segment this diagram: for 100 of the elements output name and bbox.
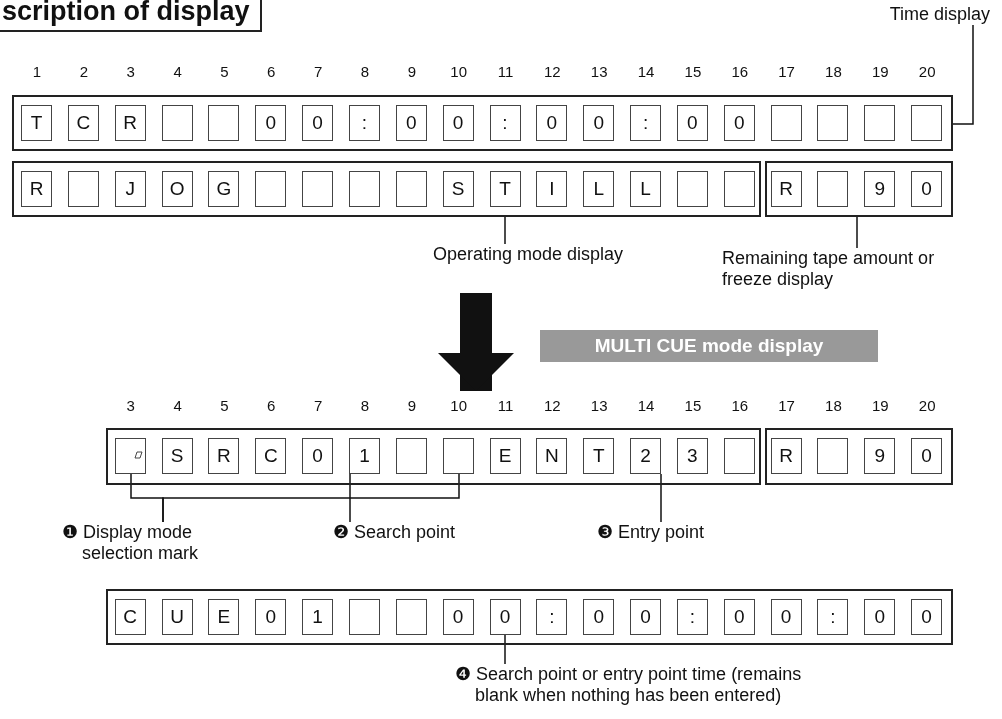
- character-cell: 0: [864, 599, 896, 635]
- character-cell: [723, 438, 755, 474]
- character-cell: 1: [348, 438, 380, 474]
- leader-line: [162, 473, 460, 523]
- character-cell: T: [583, 438, 615, 474]
- character-cell: 0: [676, 105, 708, 141]
- character-cell: C: [255, 438, 287, 474]
- character-cell: [208, 105, 240, 141]
- column-number: 5: [219, 397, 230, 414]
- character-cell: 0: [583, 599, 615, 635]
- column-number: 4: [172, 397, 183, 414]
- character-cell: R: [208, 438, 240, 474]
- character-cell: [864, 105, 896, 141]
- character-cell: L: [630, 171, 662, 207]
- character-cell: 0: [302, 105, 334, 141]
- column-number: 10: [449, 397, 468, 414]
- column-number: 16: [730, 397, 750, 414]
- column-number: 1: [31, 63, 43, 80]
- character-cell: 0: [911, 171, 943, 207]
- column-number: 18: [824, 63, 843, 80]
- character-cell: [395, 438, 427, 474]
- character-cell: R: [770, 171, 802, 207]
- character-cell: 0: [255, 105, 287, 141]
- column-number: 3: [125, 397, 136, 414]
- column-number: 9: [406, 63, 417, 80]
- callout-label: ❶ Display mode selection mark: [62, 522, 252, 564]
- character-cell: J: [114, 171, 146, 207]
- character-cell: [817, 105, 849, 141]
- character-cell: [255, 171, 287, 207]
- character-cell: 0: [630, 599, 662, 635]
- character-cell: U: [161, 599, 193, 635]
- character-cell: 9: [864, 171, 896, 207]
- callout-label: ❹ Search point or entry point time (remains blank when nothing has been entered): [455, 664, 845, 706]
- callout-label: Time display: [870, 4, 990, 25]
- column-number: 8: [359, 63, 371, 80]
- column-number: 6: [266, 63, 277, 80]
- display-panel: [12, 95, 953, 151]
- character-cell: R: [770, 438, 802, 474]
- column-number: 15: [683, 397, 703, 414]
- column-number: 15: [683, 63, 703, 80]
- column-number: 11: [496, 397, 515, 414]
- title-heading: scription of display: [0, 0, 262, 32]
- callout-label: Remaining tape amount or freeze display: [722, 248, 950, 290]
- character-cell: 0: [770, 599, 802, 635]
- character-cell: 3: [676, 438, 708, 474]
- character-cell: T: [21, 105, 52, 141]
- column-number: 4: [172, 63, 183, 80]
- character-cell: T: [489, 171, 521, 207]
- callout-label: Operating mode display: [398, 244, 658, 265]
- leader-line: [952, 24, 974, 125]
- column-number: 12: [543, 397, 562, 414]
- column-number: 5: [219, 63, 230, 80]
- display-panel: [106, 428, 761, 485]
- character-cell: S: [161, 438, 193, 474]
- column-number: 14: [636, 63, 656, 80]
- column-number: 2: [78, 63, 89, 80]
- column-number: 12: [543, 63, 562, 80]
- character-cell: R: [114, 105, 146, 141]
- column-number: 17: [777, 397, 796, 414]
- character-cell: 0: [536, 105, 568, 141]
- character-cell: O: [161, 171, 193, 207]
- character-cell: 0: [302, 438, 334, 474]
- character-cell: E: [208, 599, 240, 635]
- leader-line: [856, 216, 858, 249]
- character-cell: [161, 105, 193, 141]
- character-cell: [348, 171, 380, 207]
- character-cell: [302, 171, 334, 207]
- column-number: 9: [406, 397, 417, 414]
- character-cell: 0: [255, 599, 287, 635]
- character-cell: 0: [442, 105, 474, 141]
- column-number: 6: [266, 397, 277, 414]
- callout-label: ❷ Search point: [333, 522, 513, 543]
- character-cell: :: [489, 105, 521, 141]
- character-cell: 0: [911, 599, 943, 635]
- character-cell: 0: [583, 105, 615, 141]
- character-cell: [911, 105, 943, 141]
- callout-label: ❸ Entry point: [597, 522, 767, 543]
- character-cell: [442, 438, 474, 474]
- character-cell: 0: [723, 599, 755, 635]
- character-cell: [817, 171, 849, 207]
- character-cell: 0: [489, 599, 521, 635]
- column-number: 20: [917, 63, 937, 80]
- display-panel: [106, 589, 953, 645]
- mode-banner: MULTI CUE mode display: [540, 330, 878, 362]
- character-cell: :: [817, 599, 849, 635]
- character-cell: [817, 438, 849, 474]
- character-cell: G: [208, 171, 240, 207]
- leader-line: [660, 473, 662, 523]
- character-cell: C: [114, 599, 146, 635]
- column-number: 17: [777, 63, 796, 80]
- column-number: 7: [312, 397, 324, 414]
- column-number: 8: [359, 397, 371, 414]
- column-number: 14: [636, 397, 656, 414]
- column-number: 3: [125, 63, 136, 80]
- character-cell: [676, 171, 708, 207]
- character-cell: 0: [442, 599, 474, 635]
- character-cell: 0: [395, 105, 427, 141]
- character-cell: :: [536, 599, 568, 635]
- column-number: 16: [730, 63, 750, 80]
- column-number: 19: [870, 397, 890, 414]
